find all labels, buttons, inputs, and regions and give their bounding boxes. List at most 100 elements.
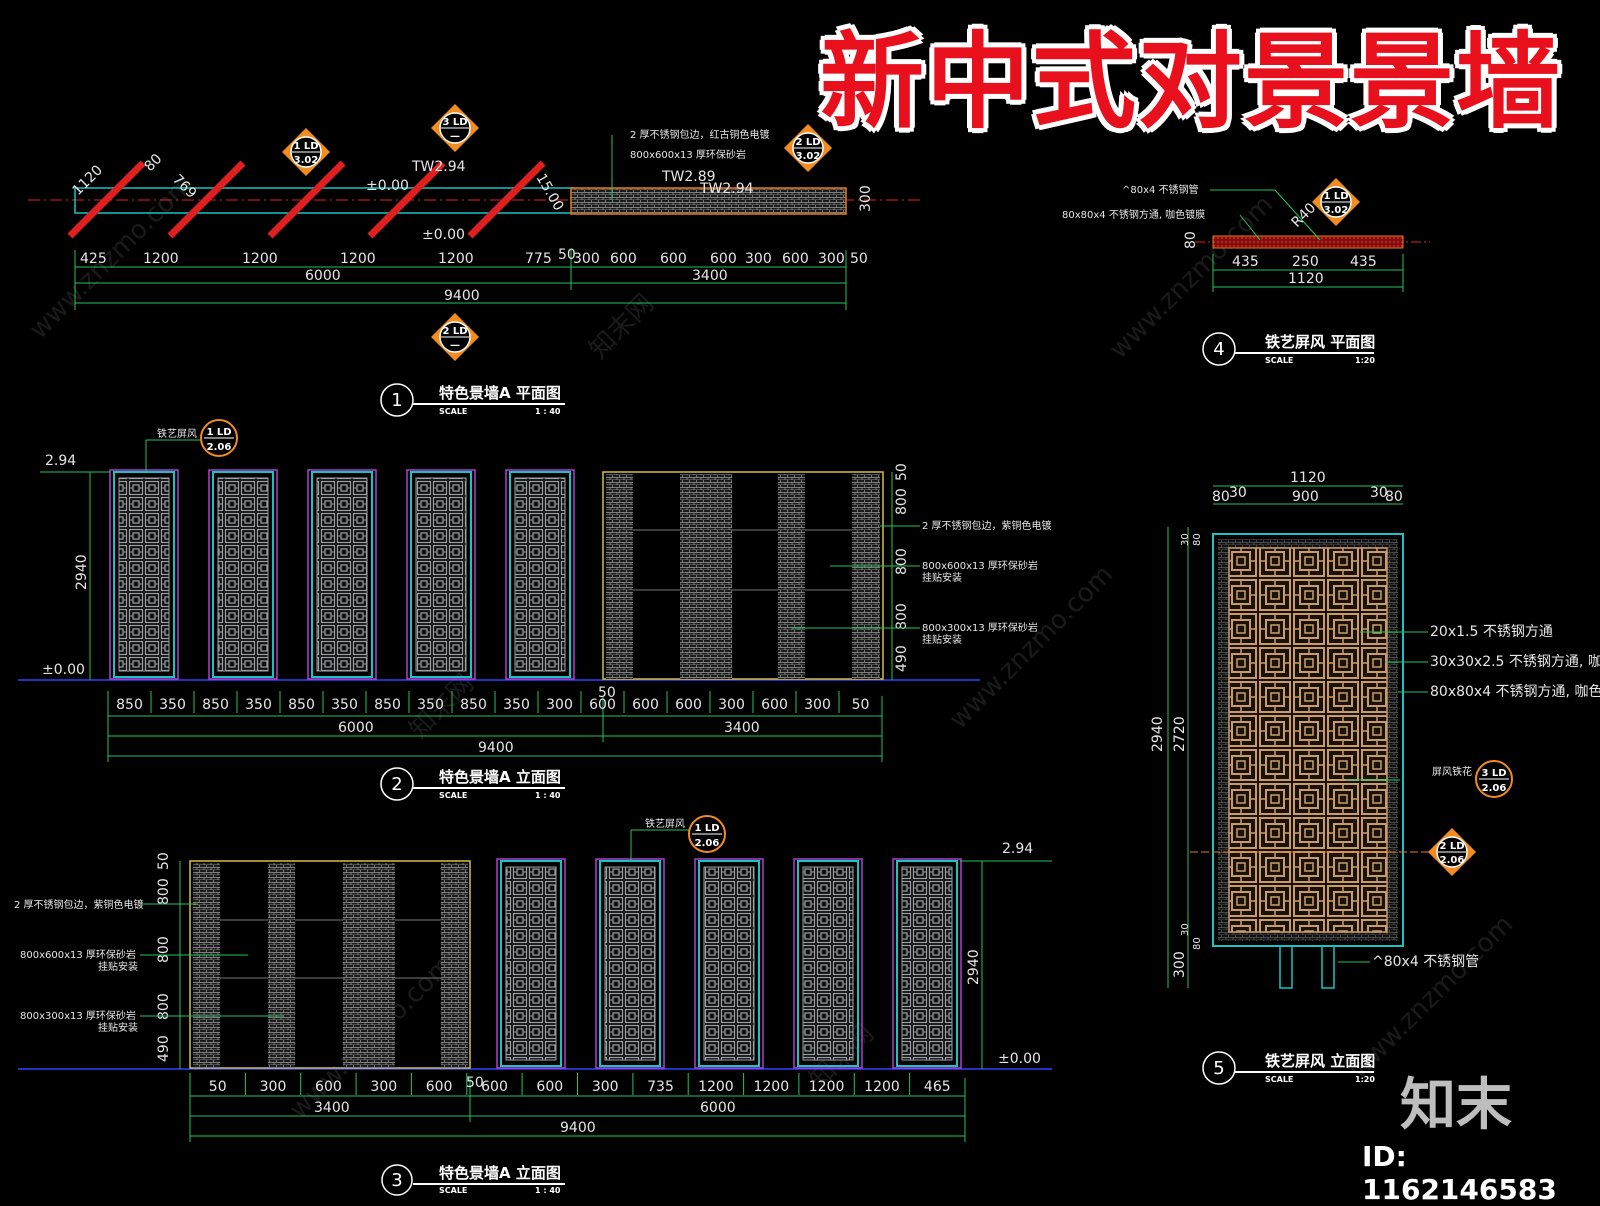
dim: 600 — [782, 251, 809, 267]
detail-marker: 1 LD 2.06 — [200, 419, 238, 457]
total-dim: 2940 — [1150, 716, 1166, 752]
dim: 350 — [417, 697, 444, 713]
drawing-number: 3 — [391, 1170, 402, 1191]
dim: 1200 — [809, 1079, 845, 1095]
scale-label: SCALE — [439, 791, 467, 800]
drawing-number: 4 — [1213, 339, 1224, 360]
screen-note: 20x1.5 不锈钢方通 — [1430, 624, 1553, 640]
sandstone-wall — [602, 471, 884, 680]
dim: 600 — [710, 251, 737, 267]
dim: 300 — [718, 697, 745, 713]
height-dim: 2940 — [74, 554, 90, 590]
dim: 600 — [426, 1079, 453, 1095]
top-dim: 30 — [1229, 485, 1247, 501]
dim: 350 — [331, 697, 358, 713]
marker-top: 1 LD — [1323, 191, 1348, 202]
angled-dim: 80 — [142, 151, 166, 175]
dim: 775 — [525, 251, 552, 267]
elevation-note: 800x600x13 厚环保砂岩 — [922, 559, 1038, 572]
elevation-note: 挂贴安装 — [922, 633, 962, 646]
drawing-title: 铁艺屏风 平面图 — [1265, 333, 1375, 351]
top-note: 铁艺屏风 — [645, 817, 685, 830]
marker-bottom: 3.02 — [1324, 205, 1349, 216]
dim: 50 — [850, 251, 868, 267]
dim: 425 — [80, 251, 107, 267]
drawing-1-plan: 1120 80 769 15.00 ±0.00 ±0.00 TW2.94 TW2… — [28, 104, 920, 417]
dim: 600 — [589, 697, 616, 713]
elevation-bottom: ±0.00 — [42, 662, 85, 678]
elevation-top: 2.94 — [1002, 841, 1033, 857]
dim: 50 — [852, 697, 870, 713]
dim: 1200 — [698, 1079, 734, 1095]
elevation-note: 800x600x13 厚环保砂岩 — [20, 948, 136, 961]
elevation-label: TW2.94 — [699, 181, 754, 197]
elevation-note: 800x300x13 厚环保砂岩 — [20, 1009, 136, 1022]
dim: 850 — [460, 697, 487, 713]
dim: 850 — [116, 697, 143, 713]
dim: 350 — [159, 697, 186, 713]
dim: 600 — [610, 251, 637, 267]
scale-value: 1 : 40 — [535, 791, 561, 800]
scale-label: SCALE — [439, 407, 467, 416]
right-dim: 50 — [894, 463, 910, 481]
elevation-bottom: ±0.00 — [998, 1051, 1041, 1067]
elevation-note: 挂贴安装 — [98, 1021, 138, 1034]
plan-note: 800x600x13 厚环保砂岩 — [630, 148, 746, 161]
drawing-number: 1 — [391, 390, 402, 411]
screen-note: 屏风铁花 — [1432, 765, 1472, 778]
drawing-number: 2 — [391, 774, 402, 795]
stone-strip — [778, 474, 805, 679]
dim: 600 — [660, 251, 687, 267]
stone-strip — [343, 863, 395, 1068]
scale-value: 1 : 40 — [535, 1186, 561, 1195]
dim: 3400 — [692, 268, 728, 284]
dim: 1200 — [864, 1079, 900, 1095]
elevation-note: 挂贴安装 — [98, 960, 138, 973]
screen-note: ^80x4 不锈钢管 — [1372, 954, 1479, 970]
dim: 465 — [924, 1079, 951, 1095]
elevation-note: 挂贴安装 — [922, 571, 962, 584]
left-dim: 490 — [156, 1035, 172, 1062]
dim: 6000 — [338, 720, 374, 736]
dim: 3400 — [724, 720, 760, 736]
dim: 850 — [288, 697, 315, 713]
dim: 350 — [503, 697, 530, 713]
image-id: ID: 1162146583 — [1362, 1140, 1557, 1206]
marker-bottom: — — [450, 131, 460, 142]
left-dim: 800 — [156, 878, 172, 905]
stone-strip — [680, 474, 732, 679]
dim: 600 — [536, 1079, 563, 1095]
marker-bottom: 2.06 — [1482, 783, 1507, 794]
dim: 300 — [546, 697, 573, 713]
dim: 300 — [370, 1079, 397, 1095]
stone-strip — [852, 474, 880, 679]
marker-bottom: 3.02 — [294, 155, 319, 166]
section-marker: 3 LD — — [431, 104, 479, 152]
top-note: 铁艺屏风 — [157, 427, 197, 440]
elevation-label: ±0.00 — [422, 227, 465, 243]
watermark-text: www.znzmo.com — [944, 560, 1119, 735]
right-dim: 490 — [894, 645, 910, 672]
screen-fretwork — [1228, 547, 1388, 933]
elevation-note: 800x300x13 厚环保砂岩 — [922, 621, 1038, 634]
watermark-text: 知末网 — [584, 289, 660, 365]
screen-post — [1279, 945, 1293, 989]
dim: 9400 — [444, 288, 480, 304]
stone-strip — [268, 863, 295, 1068]
dim: 6000 — [700, 1100, 736, 1116]
marker-bottom: 2.06 — [1440, 855, 1465, 866]
drawing-title: 特色景墙A 立面图 — [439, 1164, 561, 1182]
elevation-note: 2 厚不锈钢包边，紫铜色电镀 — [14, 898, 144, 911]
marker-top: 3 LD — [442, 117, 467, 128]
marker-top: 1 LD — [206, 427, 231, 438]
elevation-label: TW2.89 — [661, 169, 716, 185]
screen-panel — [307, 469, 377, 680]
screen-note: 30x30x2.5 不锈钢方通, 咖色镀膜 — [1430, 653, 1600, 670]
dim: 300 — [804, 697, 831, 713]
dim: 3400 — [314, 1100, 350, 1116]
dim: 600 — [632, 697, 659, 713]
top-dim: 30 — [1370, 485, 1388, 501]
plan-note: 2 厚不锈钢包边，红古铜色电镀 — [630, 128, 770, 141]
left-dim: 30 — [1180, 533, 1191, 546]
